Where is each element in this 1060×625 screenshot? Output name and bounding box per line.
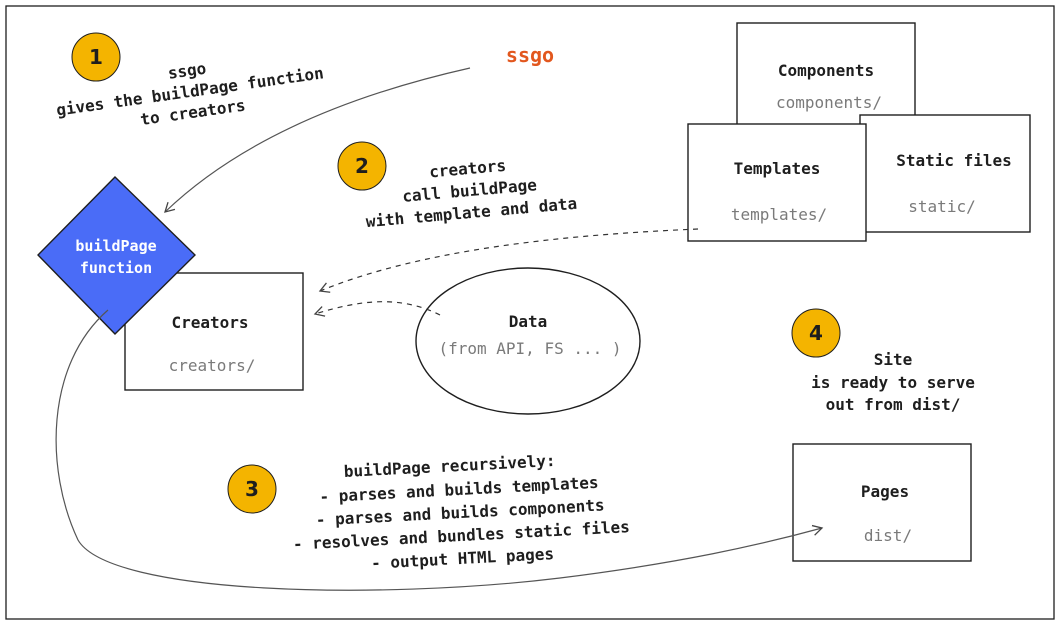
pages-box [792, 443, 972, 562]
step-2-caption: creators call buildPage with template an… [365, 156, 578, 231]
step-2-badge [337, 141, 387, 191]
creators-title: Creators [171, 313, 248, 332]
ssgo-label: ssgo [506, 43, 554, 67]
components-path: components/ [776, 93, 882, 112]
step-3-line-5: - output HTML pages [371, 544, 555, 573]
static-files-box [859, 114, 1031, 233]
step-2-line-1: creators [428, 156, 506, 182]
step-4-badge [791, 308, 841, 358]
step-1-number: 1 [89, 45, 103, 69]
pages-title: Pages [861, 482, 909, 501]
buildpage-label-line-1: buildPage [75, 237, 156, 255]
step-2-number: 2 [355, 154, 369, 178]
buildpage-label-line-2: function [80, 259, 152, 277]
data-ellipse [415, 267, 641, 415]
step-3-badge [227, 464, 277, 514]
data-subtitle: (from API, FS ... ) [438, 339, 621, 358]
pages-path: dist/ [864, 526, 912, 545]
step-4-line-1: Site [874, 350, 913, 369]
step-3-caption: buildPage recursively: - parses and buil… [292, 451, 630, 573]
templates-title: Templates [734, 159, 821, 178]
diagram-frame [5, 5, 1055, 620]
step-3-number: 3 [245, 477, 259, 501]
step-1-badge [71, 32, 121, 82]
step-4-number: 4 [809, 321, 823, 345]
ssgo-to-buildpage-arrow [164, 67, 471, 213]
step-1-line-1: ssgo [167, 59, 208, 83]
step-4-caption: Site is ready to serve out from dist/ [811, 350, 975, 414]
templates-to-creators-arrow [318, 228, 699, 293]
buildpage-function-diamond [37, 176, 196, 335]
data-to-creators-arrow [313, 301, 441, 317]
templates-box [687, 123, 867, 242]
buildpage-to-pages-arrow [55, 309, 824, 591]
components-title: Components [778, 61, 874, 80]
static-files-path: static/ [908, 197, 975, 216]
static-files-title: Static files [896, 151, 1012, 170]
creators-path: creators/ [169, 356, 256, 375]
step-4-line-2: is ready to serve [811, 373, 975, 392]
data-title: Data [509, 312, 548, 331]
step-4-line-3: out from dist/ [826, 395, 961, 414]
templates-path: templates/ [731, 205, 827, 224]
